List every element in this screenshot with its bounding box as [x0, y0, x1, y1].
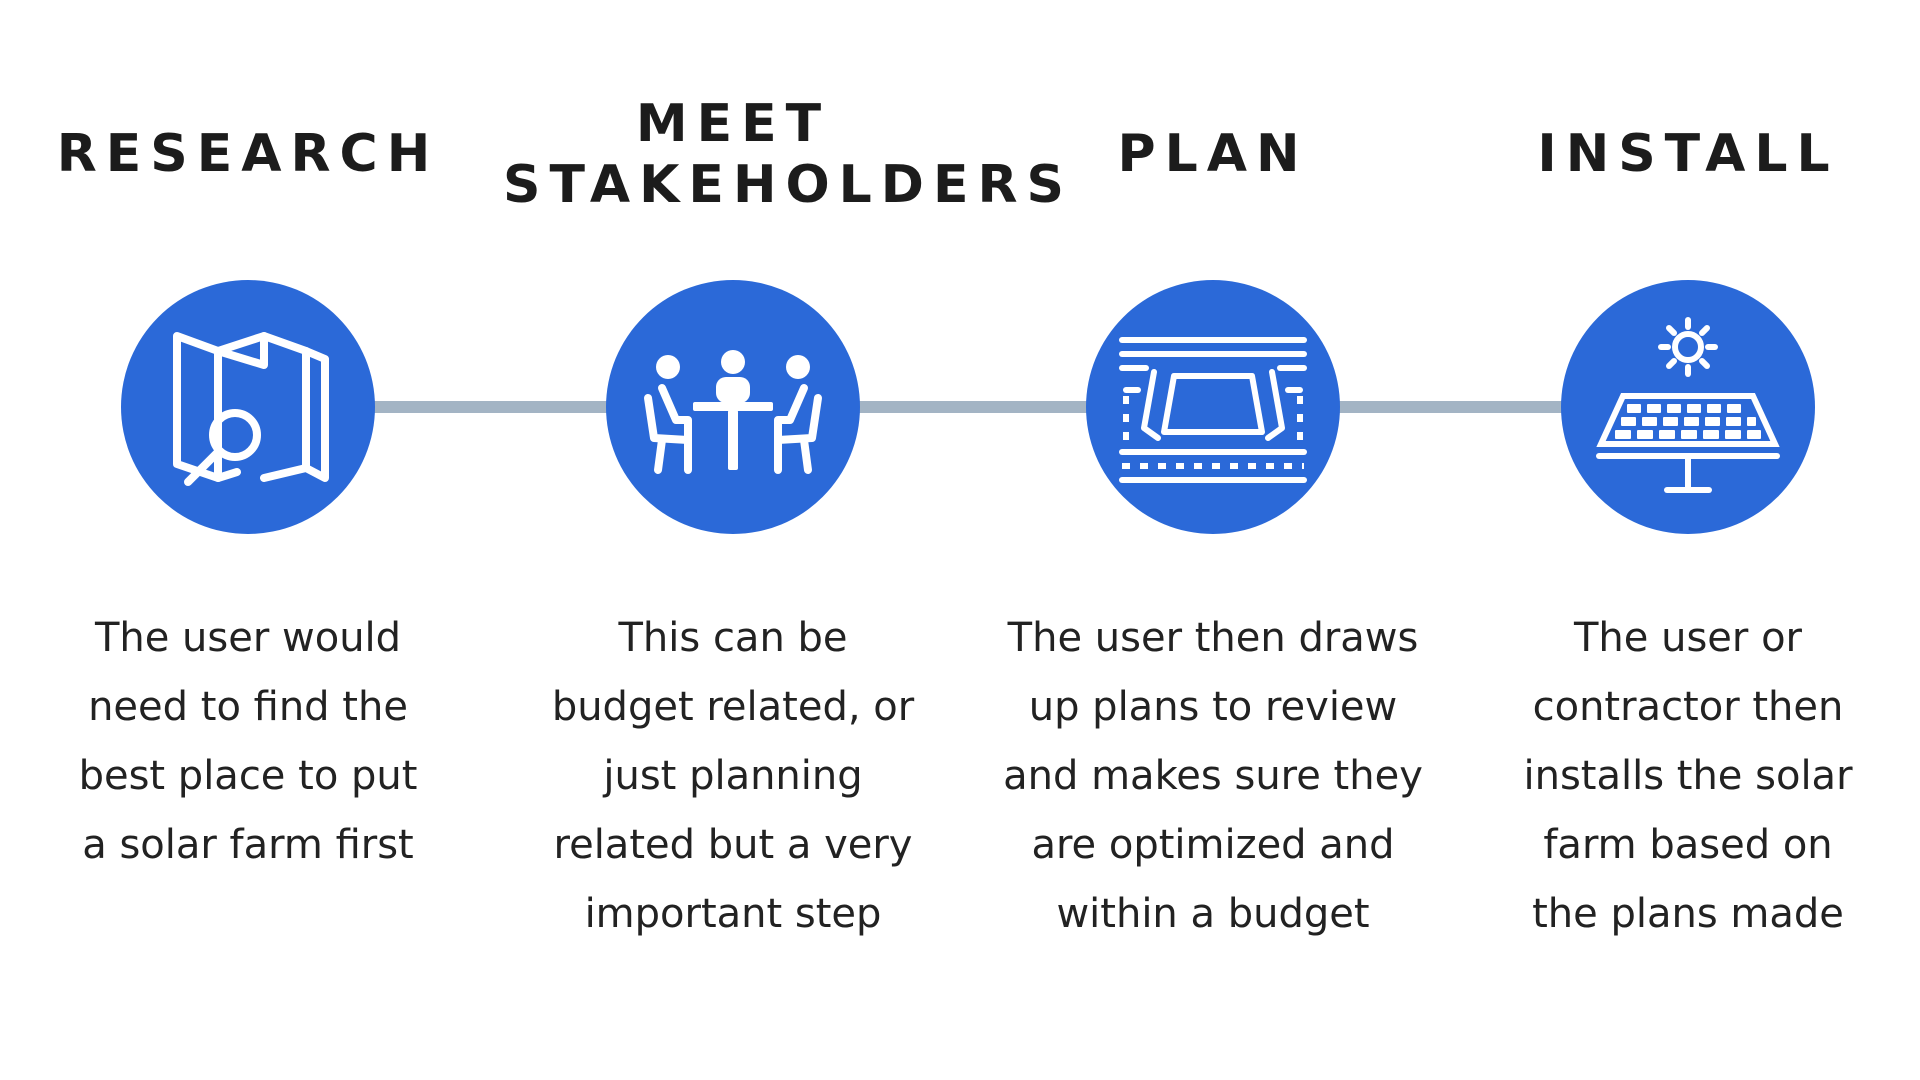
map-search-icon	[173, 332, 329, 486]
description-line: The user or	[1574, 615, 1802, 661]
step-icon-circle	[1561, 280, 1815, 534]
description-line: This can be	[618, 615, 848, 661]
step-title-line: STAKEHOLDERS	[503, 155, 1073, 215]
step-title: PLAN	[983, 124, 1443, 185]
step-description: The user or contractor then installs the…	[1458, 604, 1918, 949]
description-line: budget related, or	[551, 684, 915, 730]
step-icon-circle	[1086, 280, 1340, 534]
meeting-table-icon	[644, 350, 822, 474]
step-title-line: MEET	[635, 94, 831, 154]
step-meet-stakeholders: MEET STAKEHOLDERS	[503, 0, 1073, 1080]
step-title-line: INSTALL	[1537, 124, 1839, 184]
description-line: need to find the	[88, 684, 408, 730]
step-install: INSTALL	[1458, 0, 1918, 1080]
description-line: installs the solar	[1523, 753, 1853, 799]
step-title-line: RESEARCH	[56, 124, 440, 184]
step-title: RESEARCH	[18, 124, 478, 185]
step-description: This can be budget related, or just plan…	[503, 604, 963, 949]
description-line: a solar farm first	[82, 822, 414, 868]
step-description: The user then draws up plans to review a…	[983, 604, 1443, 949]
step-description: The user would need to find the best pla…	[18, 604, 478, 880]
step-icon-circle	[121, 280, 375, 534]
description-line: within a budget	[1056, 891, 1370, 937]
description-line: important step	[584, 891, 882, 937]
description-line: best place to put	[78, 753, 418, 799]
step-title: MEET STAKEHOLDERS	[503, 94, 1073, 216]
step-plan: PLAN	[983, 0, 1443, 1080]
blueprint-plan-icon	[1119, 337, 1307, 483]
description-line: the plans made	[1532, 891, 1844, 937]
description-line: and makes sure they	[1003, 753, 1423, 799]
step-research: RESEARCH The user would need to find the…	[18, 0, 478, 1080]
description-line: The user would	[94, 615, 402, 661]
step-icon-circle	[606, 280, 860, 534]
description-line: The user then draws	[1007, 615, 1419, 661]
step-title-line: PLAN	[1117, 124, 1309, 184]
description-line: are optimized and	[1031, 822, 1395, 868]
description-line: farm based on	[1543, 822, 1833, 868]
description-line: just planning	[603, 753, 863, 799]
description-line: related but a very	[553, 822, 913, 868]
step-title: INSTALL	[1458, 124, 1918, 185]
solar-panel-icon	[1596, 317, 1780, 493]
description-line: contractor then	[1532, 684, 1844, 730]
description-line: up plans to review	[1028, 684, 1398, 730]
